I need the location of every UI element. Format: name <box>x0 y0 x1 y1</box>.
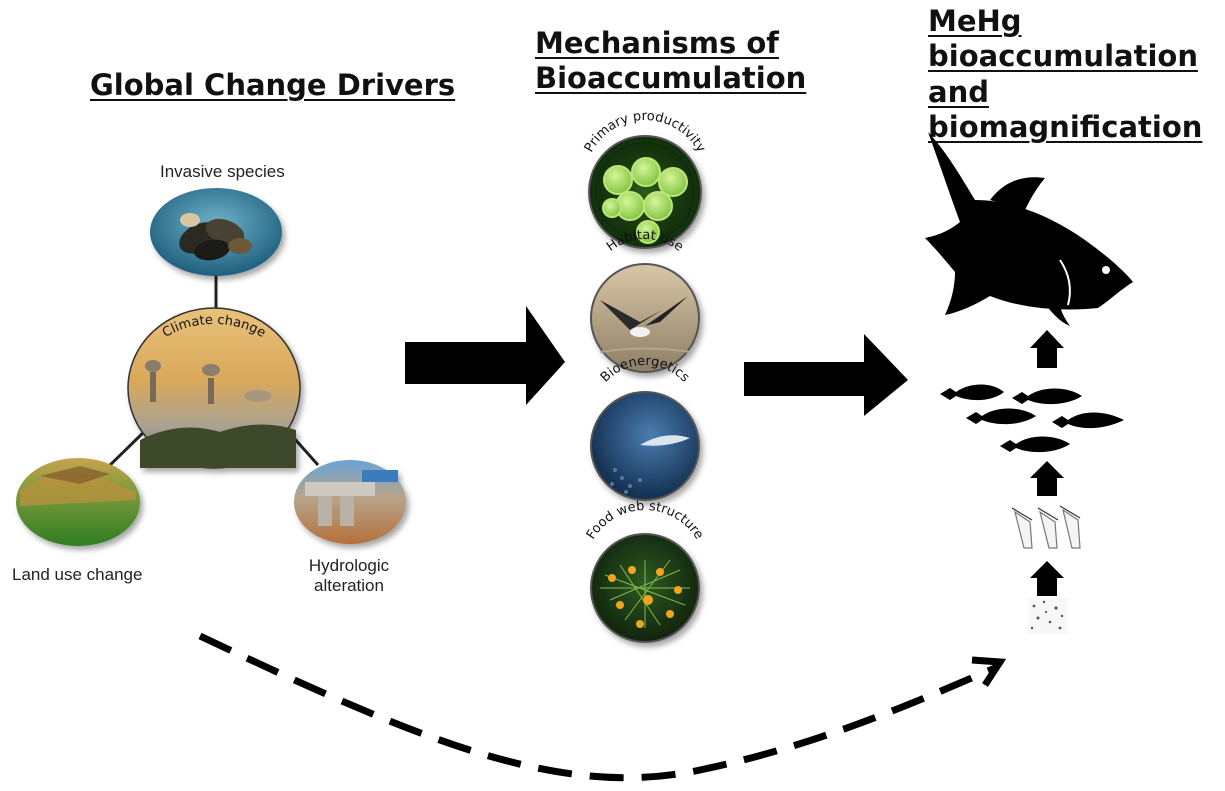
large-fish-icon <box>925 132 1133 326</box>
invasive-species-image <box>150 188 282 276</box>
up-arrows <box>1030 330 1064 596</box>
up-arrow-middle <box>1030 461 1064 496</box>
up-arrow-bottom <box>1030 561 1064 596</box>
land-use-image <box>16 458 140 546</box>
label-land-use-change: Land use change <box>12 565 143 584</box>
dashed-arrow-head <box>971 656 1007 687</box>
connector-left <box>103 426 150 472</box>
heading-global-change-drivers: Global Change Drivers <box>90 68 456 102</box>
heading-mehg-line3: biomagnification <box>928 110 1203 145</box>
heading-mechanisms: Mechanisms of Bioaccumulation <box>535 26 806 97</box>
heading-mehg-line2: bioaccumulation and <box>928 39 1198 109</box>
dashed-bypass-arrow <box>198 632 997 782</box>
heading-mechanisms-line1: Mechanisms of <box>535 26 779 60</box>
arrow-mechanisms-to-mehg <box>744 334 908 416</box>
hydrologic-alteration-image <box>294 460 406 544</box>
bioenergetics-image <box>590 391 700 501</box>
up-arrow-top <box>1030 330 1064 368</box>
heading-mechanisms-line2: Bioaccumulation <box>535 61 807 96</box>
label-hydrologic-alteration: Hydrologic alteration <box>296 556 402 596</box>
arrow-drivers-to-mechanisms <box>405 306 565 405</box>
small-fish-icon <box>940 384 1124 453</box>
primary-productivity-image <box>588 135 702 249</box>
label-invasive-species: Invasive species <box>160 162 285 181</box>
label-hydrologic-line1: Hydrologic <box>308 556 390 575</box>
food-web-structure-image <box>590 533 700 643</box>
zooplankton-icon <box>1011 505 1081 549</box>
phytoplankton-icon <box>1028 598 1068 634</box>
label-hydrologic-line2: alteration <box>314 576 384 595</box>
heading-mehg-line1: MeHg <box>928 4 1022 38</box>
habitat-use-image <box>590 263 700 373</box>
heading-mehg: MeHg bioaccumulation and biomagnificatio… <box>928 4 1225 146</box>
climate-change-image <box>127 307 301 469</box>
